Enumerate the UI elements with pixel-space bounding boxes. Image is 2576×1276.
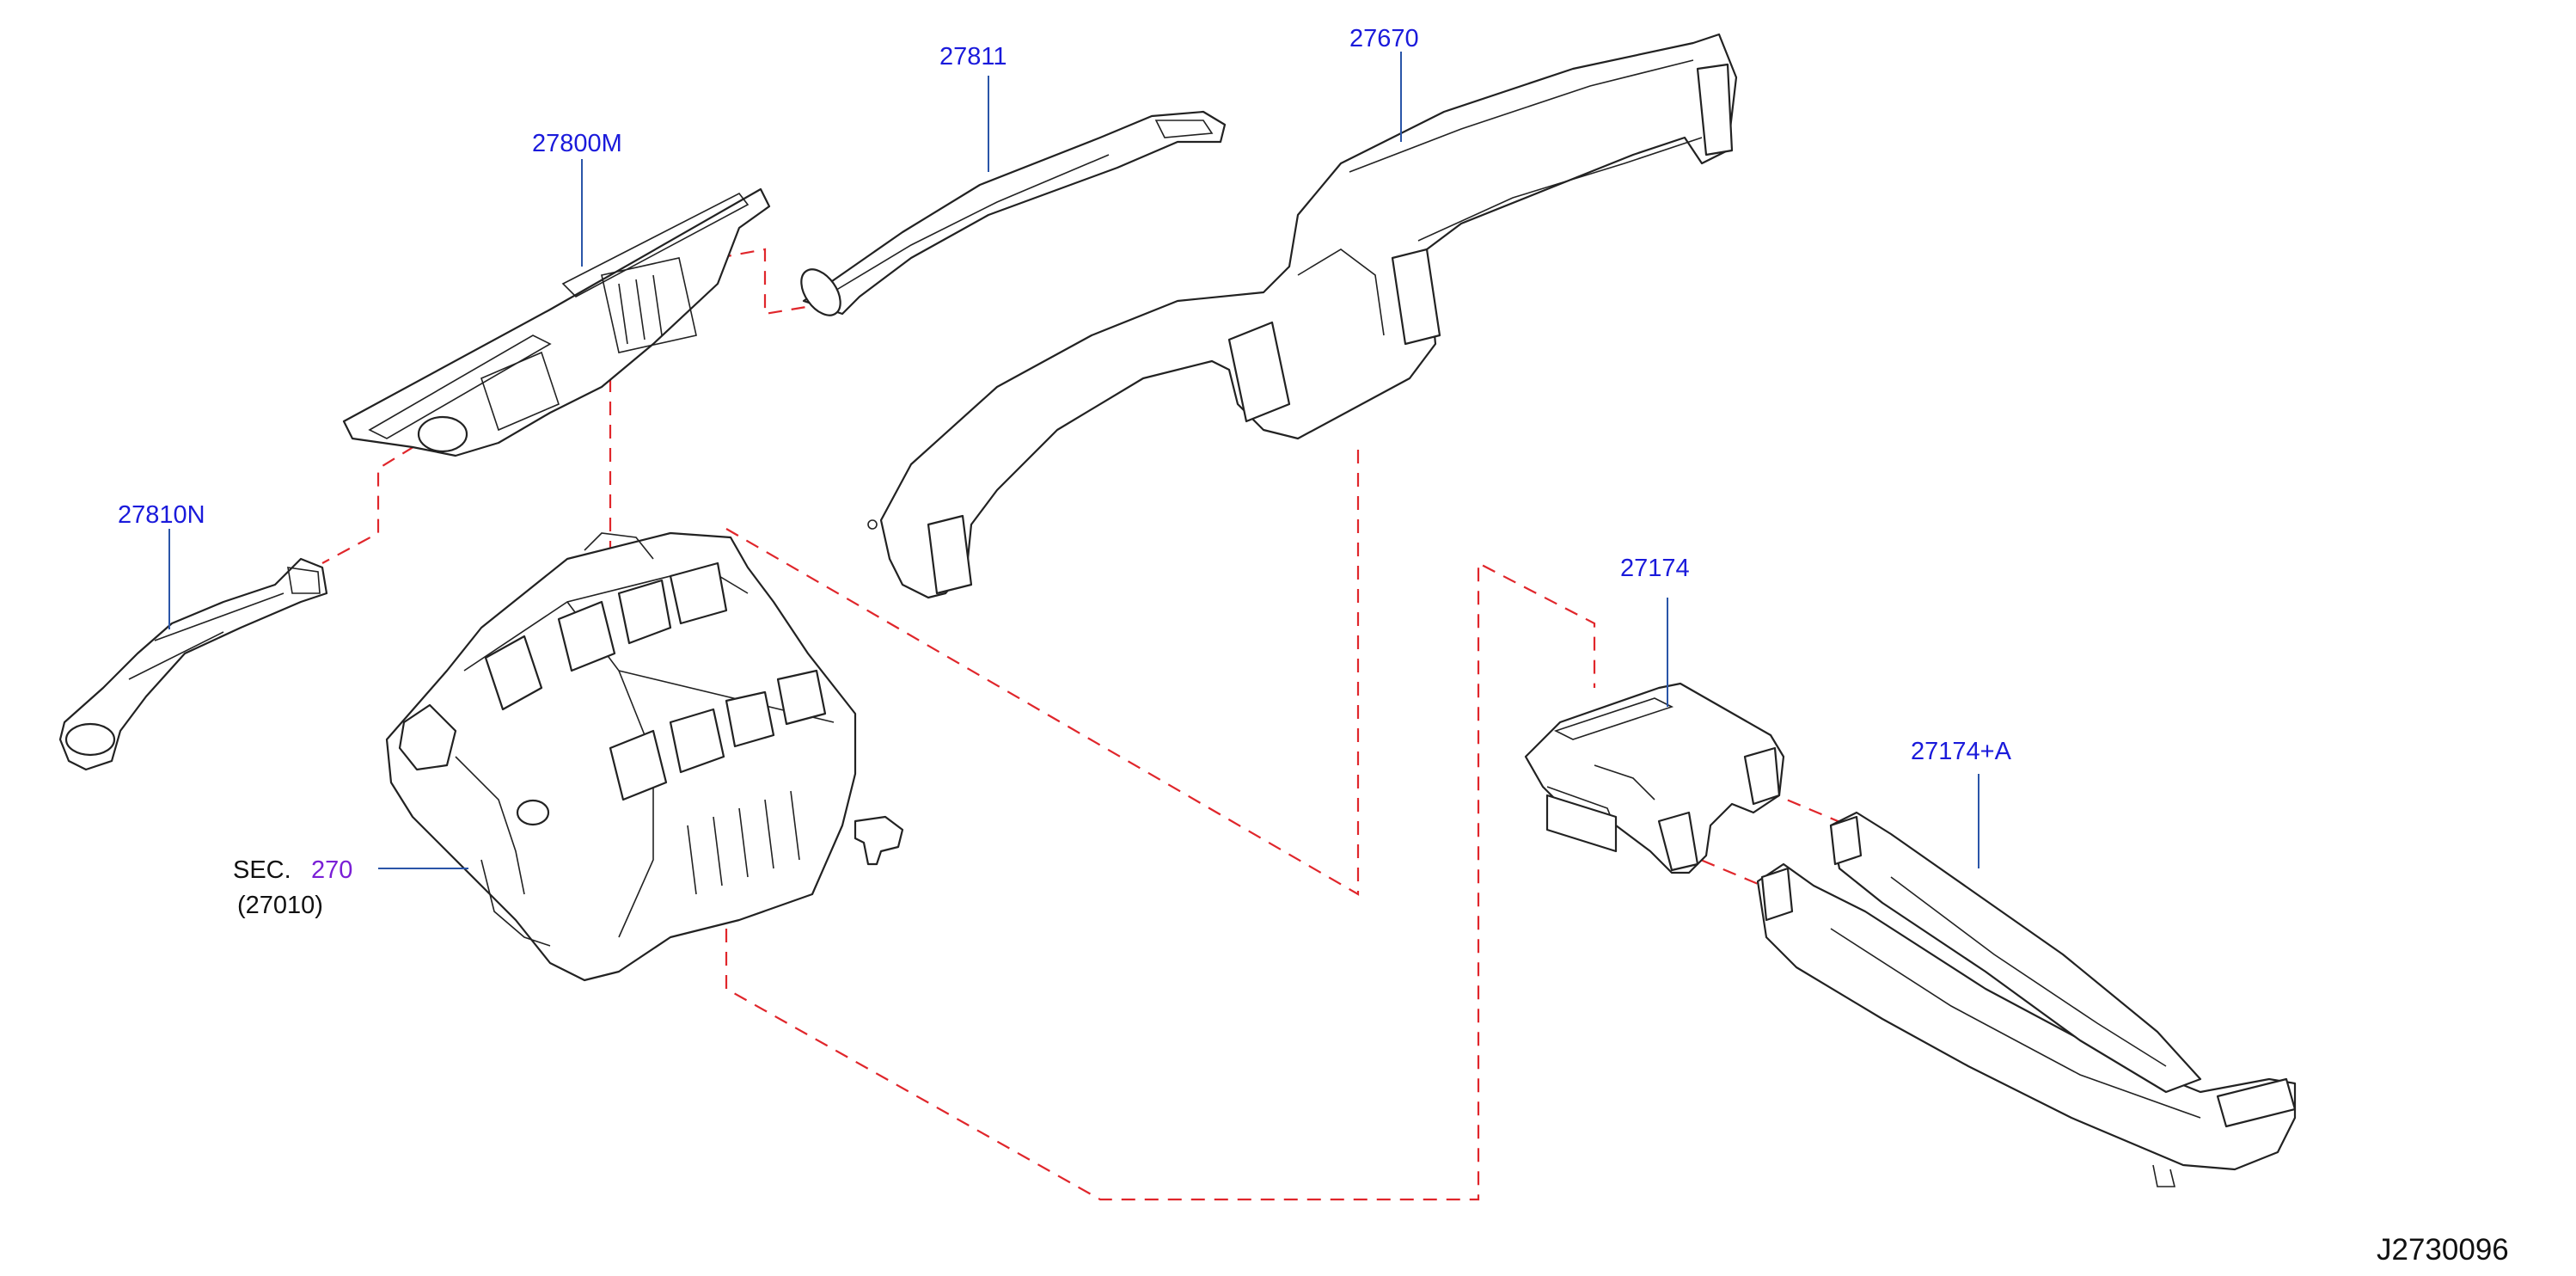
duct-27670[interactable] [867,33,1738,599]
duct-27174a[interactable] [1756,811,2297,1187]
drawing-id: J2730096 [2377,1233,2509,1267]
heater-unit-sec270[interactable] [385,531,904,982]
label-27810n[interactable]: 27810N [118,501,205,529]
connector-heater-to-27174 [725,561,1596,1201]
leader-lines [168,52,1979,869]
vent-27174[interactable] [1524,682,1785,874]
section-subnumber: (27010) [237,892,323,919]
duct-27800m[interactable] [342,187,771,457]
label-27811[interactable]: 27811 [939,43,1007,71]
connector-27174-to-27174a-lower [1680,850,1763,887]
label-27670[interactable]: 27670 [1349,25,1419,52]
duct-27811[interactable] [793,110,1227,322]
duct-27810n[interactable] [58,557,328,771]
label-27174a[interactable]: 27174+A [1911,738,2012,765]
section-prefix: SEC. [233,856,291,884]
part-labels: 27811 27670 27800M 27810N 27174 27174+A … [118,25,2509,1267]
section-number-link[interactable]: 270 [311,856,352,884]
label-27800m[interactable]: 27800M [532,130,622,157]
connector-27174-to-27174a-upper [1765,789,1849,827]
label-27174[interactable]: 27174 [1620,555,1690,582]
dashed-connectors [321,248,1849,1201]
connector-27800m-to-27811 [717,248,817,316]
connector-heater-to-27670 [725,443,1360,896]
connector-27800m-to-27810n [321,433,435,564]
